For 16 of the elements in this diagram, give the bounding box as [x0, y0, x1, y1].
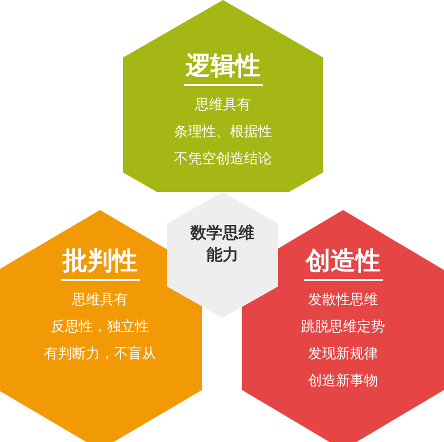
description-text: 发散性思维	[308, 291, 378, 310]
description-text: 有判断力，不盲从	[44, 345, 156, 364]
hexagon-card	[123, 0, 323, 192]
description-text: 思维具有	[72, 291, 128, 310]
description-text: 跳脱思维定势	[301, 318, 385, 337]
description-text: 思维具有	[195, 96, 251, 115]
heading: 逻辑性	[184, 50, 262, 86]
description-text: 发现新规律	[308, 345, 378, 364]
heading: 创造性	[304, 245, 382, 281]
description-text: 创造新事物	[308, 372, 378, 391]
heading: 批判性	[60, 245, 140, 281]
description-text: 不凭空创造结论	[174, 150, 272, 169]
description-text: 反思性，独立性	[51, 318, 149, 337]
description-text: 条理性、根据性	[174, 123, 272, 142]
center-title: 数学思维能力	[189, 222, 256, 266]
hexagon-card	[167, 192, 278, 318]
